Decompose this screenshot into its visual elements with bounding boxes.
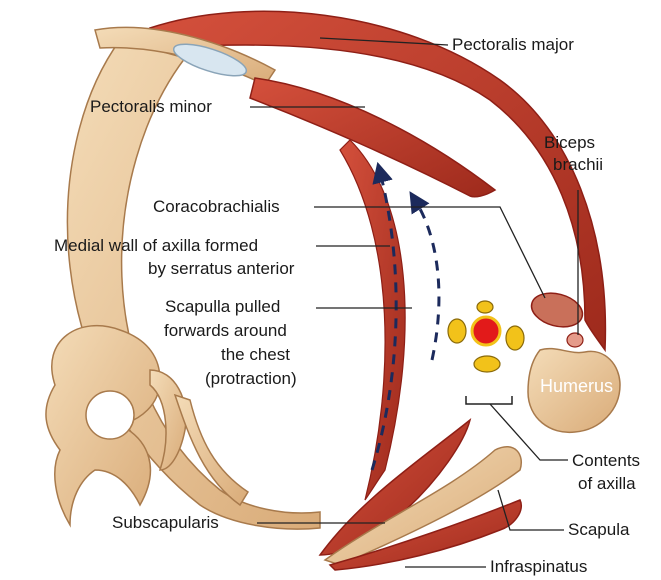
label-coracobrachialis: Coracobrachialis [153,197,280,216]
nerve-cord-medial [506,326,524,350]
label-infraspinatus: Infraspinatus [490,557,587,576]
protraction-arrow-inner [415,200,439,360]
label-humerus: Humerus [540,376,613,396]
axilla-contents [448,301,524,404]
label-scapula-pulled-line3: the chest [221,345,290,364]
label-medial-wall-line2: by serratus anterior [148,259,295,278]
nerve-cord-upper [477,301,493,313]
label-scapula: Scapula [568,520,630,539]
label-scapula-pulled-line2: forwards around [164,321,287,340]
label-pectoralis-minor: Pectoralis minor [90,97,212,116]
label-scapula-pulled-line1: Scapulla pulled [165,297,280,316]
label-biceps-line1: Biceps [544,133,595,152]
vertebra [46,326,186,525]
axillary-artery [472,317,500,345]
label-scapula-pulled-line4: (protraction) [205,369,297,388]
label-contents-line2: of axilla [578,474,636,493]
nerve-cord-posterior [474,356,500,372]
label-subscapularis: Subscapularis [112,513,219,532]
nerve-cord-lateral [448,319,466,343]
label-pectoralis-major: Pectoralis major [452,35,574,54]
biceps-brachii-tendon [567,333,583,347]
label-medial-wall-line1: Medial wall of axilla formed [54,236,258,255]
label-biceps-line2: brachii [553,155,603,174]
contents-bracket [466,396,512,404]
label-contents-line1: Contents [572,451,640,470]
